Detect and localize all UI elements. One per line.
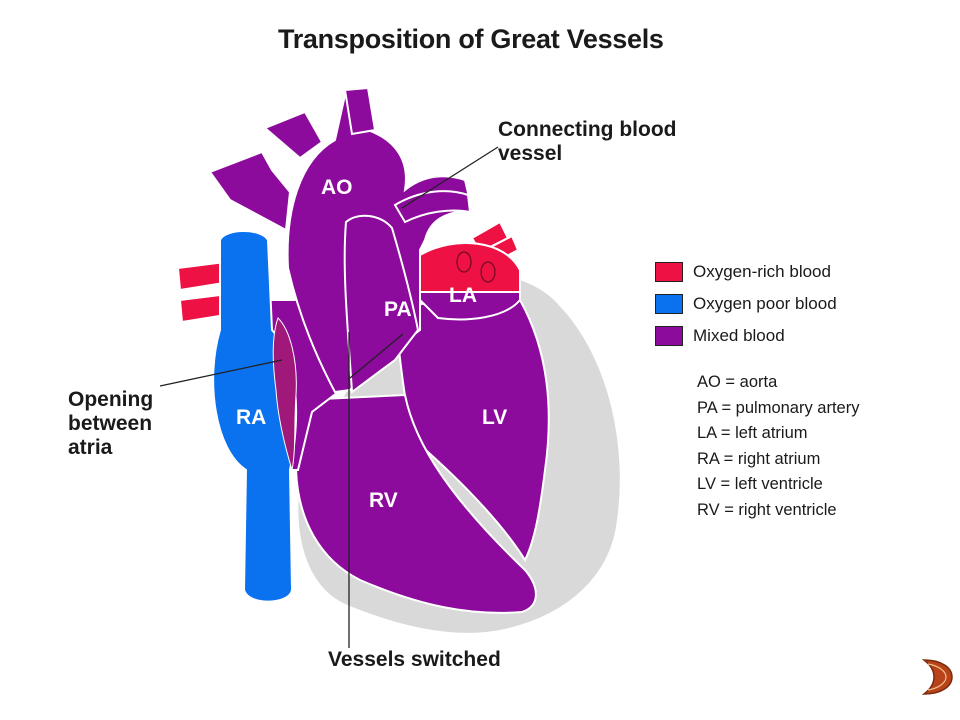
connecting-vessel-callout: Connecting blood vessel xyxy=(498,118,738,166)
pa-leader-line xyxy=(349,333,404,379)
legend-item: Oxygen-rich blood xyxy=(655,256,837,288)
abbreviation-item: LV = left ventricle xyxy=(697,475,823,493)
legend-label: Oxygen poor blood xyxy=(693,294,837,313)
abbreviation-item: RV = right ventricle xyxy=(697,500,837,519)
region-label-ao: AO xyxy=(321,176,353,199)
legend-swatch xyxy=(655,294,683,314)
abbreviation-item: PA = pulmonary artery xyxy=(697,398,860,417)
region-label-la: LA xyxy=(449,284,477,307)
aortic-branch-left xyxy=(208,150,292,232)
vessels-switched-callout: Vessels switched xyxy=(328,648,501,671)
legend-item: Oxygen poor blood xyxy=(655,288,837,320)
connecting-vessel-leader-line xyxy=(401,146,499,209)
legend-swatch xyxy=(655,262,683,282)
region-label-ra: RA xyxy=(236,406,267,429)
opening-between-atria-callout: Opening between atria xyxy=(68,388,208,460)
abbreviation-item: AO = aorta xyxy=(697,373,778,391)
region-label-pa: PA xyxy=(384,298,412,321)
vena-cava-right-atrium xyxy=(212,230,298,603)
legend-label: Mixed blood xyxy=(693,326,785,345)
callout-line: vessel xyxy=(498,142,563,165)
pulmonary-vein-opening-2 xyxy=(480,261,496,283)
blood-legend: Oxygen-rich blood Oxygen poor blood Mixe… xyxy=(655,256,837,352)
callout-line: Connecting blood xyxy=(498,118,677,141)
slide-corner-ornament-icon xyxy=(921,659,953,695)
aortic-branch-right xyxy=(343,86,377,136)
callout-line: atria xyxy=(68,436,113,459)
legend-label: Oxygen-rich blood xyxy=(693,262,831,281)
connecting-vessel xyxy=(393,190,472,224)
legend-item: Mixed blood xyxy=(655,320,837,352)
aortic-branch-middle xyxy=(263,110,324,160)
callout-line: Opening xyxy=(68,388,154,411)
abbreviation-item: LA = left atrium xyxy=(697,424,808,442)
callout-line: between xyxy=(68,412,153,435)
abbreviation-item: RA = right atrium xyxy=(697,449,821,468)
pulmonary-artery-trunk xyxy=(343,214,420,394)
atrial-opening xyxy=(272,317,297,471)
pulmonary-vein-opening-1 xyxy=(456,251,472,273)
right-ventricle-chamber xyxy=(294,393,537,614)
abbreviation-list: AO = aorta PA = pulmonary artery LA = le… xyxy=(697,370,859,523)
opening-leader-line xyxy=(159,359,283,387)
legend-swatch xyxy=(655,326,683,346)
page-title: Transposition of Great Vessels xyxy=(278,24,664,54)
region-label-lv: LV xyxy=(482,406,508,429)
region-label-rv: RV xyxy=(369,489,398,512)
